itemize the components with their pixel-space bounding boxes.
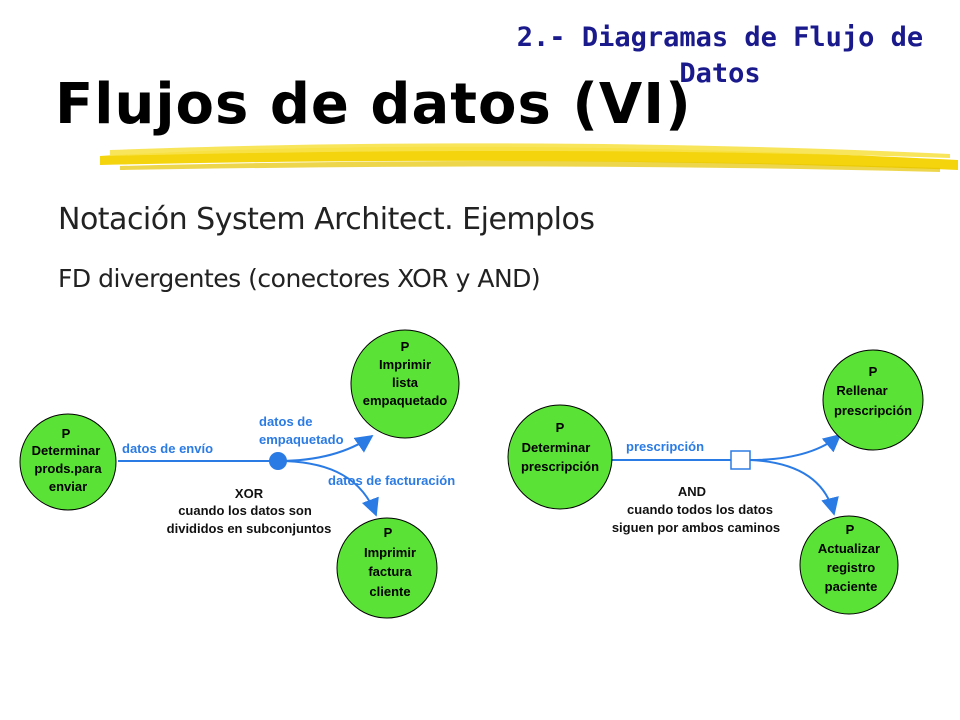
process-tag: P (62, 426, 71, 441)
process-tag: P (556, 420, 565, 435)
process-line: cliente (369, 584, 410, 599)
flow-line-bottom-xor (277, 460, 379, 517)
section-title: 2.- Diagramas de Flujo de Datos (480, 20, 960, 92)
process-tag: P (384, 525, 393, 540)
process-rellenar-prescripcion[interactable]: P Rellenar prescripción (822, 349, 924, 451)
process-imprimir-factura[interactable]: P Imprimir factura cliente (336, 517, 438, 619)
and-note-line2: siguen por ambos caminos (612, 520, 780, 535)
process-line: prescripción (834, 403, 912, 418)
process-imprimir-lista[interactable]: P Imprimir lista empaquetado (350, 329, 460, 439)
process-line: lista (392, 375, 419, 390)
page-title: Flujos de datos (VI) (55, 72, 692, 137)
process-line: empaquetado (363, 393, 448, 408)
section-title-line2: Datos (679, 58, 761, 89)
process-line: enviar (49, 479, 87, 494)
flow-line-bottom-and (749, 459, 839, 516)
subtitle-divergent-flows: FD divergentes (conectores XOR y AND) (58, 264, 541, 293)
xor-note-line2: divididos en subconjuntos (167, 521, 332, 536)
process-line: Rellenar (836, 383, 887, 398)
process-actualizar-registro[interactable]: P Actualizar registro paciente (799, 515, 899, 615)
process-line: factura (368, 564, 412, 579)
process-line: prods.para (34, 461, 102, 476)
subtitle: Notación System Architect. Ejemplos (58, 202, 595, 237)
section-title-line1: 2.- Diagramas de Flujo de (516, 22, 924, 53)
xor-example: P Determinar prods.para enviar P Imprimi… (19, 329, 460, 619)
process-tag: P (401, 339, 410, 354)
and-connector[interactable] (730, 450, 751, 470)
process-line: Imprimir (364, 545, 416, 560)
xor-label: XOR (235, 486, 264, 501)
process-line: Determinar (32, 443, 101, 458)
process-determinar-prescripcion[interactable]: P Determinar prescripción (507, 404, 613, 510)
process-line: prescripción (521, 459, 599, 474)
xor-connector[interactable] (269, 452, 287, 470)
process-line: Determinar (522, 440, 591, 455)
and-label: AND (678, 484, 706, 499)
and-note-line1: cuando todos los datos (627, 502, 773, 517)
process-tag: P (869, 364, 878, 379)
flow-label-datos-facturacion: datos de facturación (328, 473, 455, 488)
flow-label-prescripcion: prescripción (626, 439, 704, 454)
flow-label-datos-empaquetado-2: empaquetado (259, 432, 344, 447)
process-line: Imprimir (379, 357, 431, 372)
flow-label-datos-envio: datos de envío (122, 441, 213, 456)
xor-note-line1: cuando los datos son (178, 503, 312, 518)
process-line: paciente (825, 579, 878, 594)
and-example: P Determinar prescripción P Rellenar pre… (507, 349, 924, 615)
process-line: registro (827, 560, 875, 575)
flow-line-top-and (749, 433, 842, 461)
process-line: Actualizar (818, 541, 880, 556)
process-determinar-prods[interactable]: P Determinar prods.para enviar (19, 413, 117, 511)
highlighter-stroke (100, 143, 958, 172)
flow-label-datos-empaquetado-1: datos de (259, 414, 312, 429)
process-tag: P (846, 522, 855, 537)
